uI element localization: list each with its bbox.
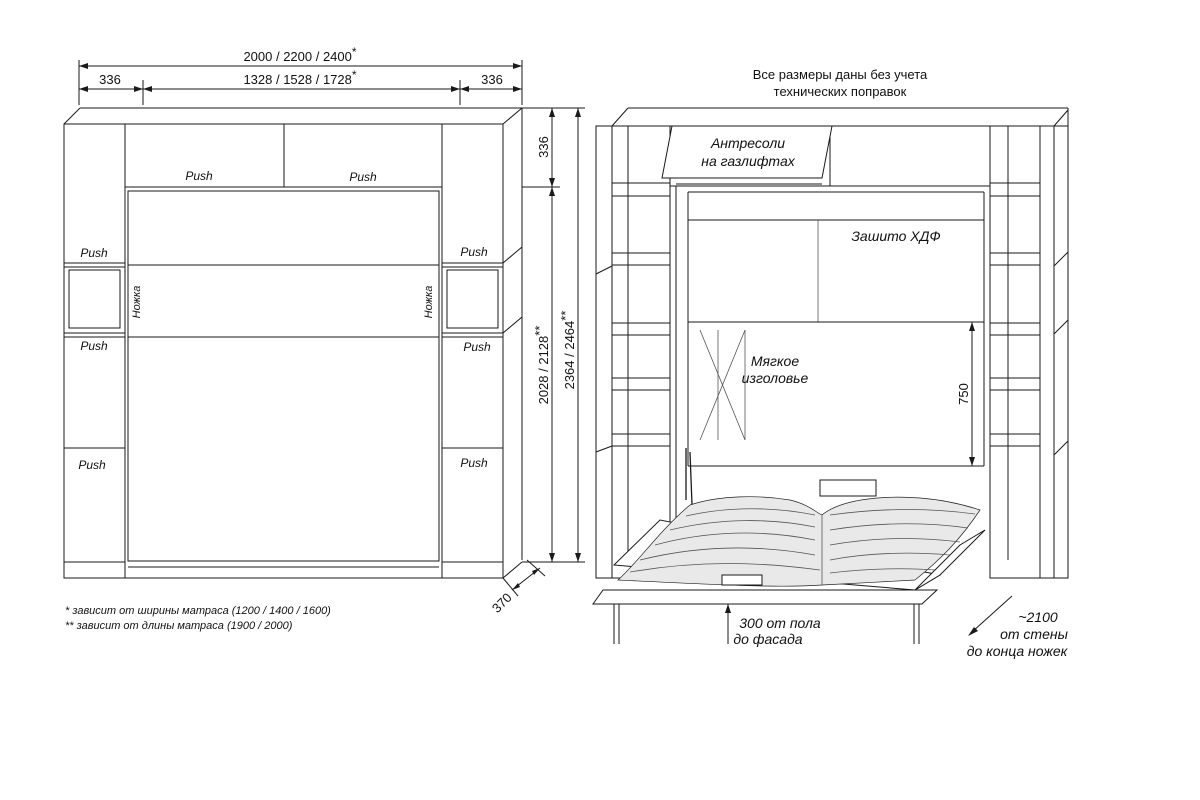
total-height-label: 2364 / 2464: [562, 321, 577, 390]
push-label-right-bottom: Push: [460, 456, 488, 470]
svg-text:2028 / 2128**: 2028 / 2128**: [532, 326, 551, 405]
hdf-label: Зашито ХДФ: [851, 228, 940, 244]
soft-headboard-label-1: Мягкое: [751, 353, 799, 369]
headboard-height-label: 750: [956, 383, 971, 405]
bed-width-label: 1328 / 1528 / 1728: [243, 72, 351, 87]
push-label-left-mid: Push: [80, 339, 108, 353]
front-view: 2000 / 2200 / 2400* 336 1328 / 1528 / 17…: [63, 45, 585, 632]
floor-label-2: до фасада: [733, 631, 802, 647]
bed-height-label: 2028 / 2128: [536, 336, 551, 405]
total-width-mark: *: [352, 45, 357, 59]
mezzanine-label-1: Антресоли: [710, 135, 785, 151]
mezzanine-label-2: на газлифтах: [701, 153, 795, 169]
note-line-1: Все размеры даны без учета: [753, 67, 928, 82]
push-label-right-mid: Push: [463, 340, 491, 354]
footnote-width: * зависит от ширины матраса (1200 / 1400…: [65, 605, 331, 617]
side-left-width-label: 336: [99, 72, 121, 87]
headboard-pattern: [699, 329, 746, 441]
push-label-right-top: Push: [460, 245, 488, 259]
side-right-width-label: 336: [481, 72, 503, 87]
push-label-left-top: Push: [80, 246, 108, 260]
svg-text:2000 / 2200 / 2400*: 2000 / 2200 / 2400*: [243, 45, 356, 64]
leg-label-right: Ножка: [423, 286, 435, 319]
push-label-mezz-left: Push: [185, 169, 213, 183]
bed-height-mark: **: [532, 326, 547, 336]
push-label-left-bottom: Push: [78, 458, 106, 472]
svg-text:1328 / 1528 / 1728*: 1328 / 1528 / 1728*: [243, 68, 356, 87]
wall-distance-label-3: до конца ножек: [967, 643, 1069, 659]
note-line-2: технических поправок: [774, 84, 907, 99]
depth-label: 370: [489, 590, 515, 616]
height-dimensions: 336 2028 / 2128** 2364 / 2464** 370: [489, 107, 585, 616]
wall-distance-label-1: ~2100: [1018, 609, 1058, 625]
top-height-label: 336: [536, 136, 551, 158]
wall-distance-label-2: от стены: [1000, 626, 1068, 642]
open-view: Все размеры даны без учета технических п…: [592, 67, 1069, 659]
push-label-mezz-right: Push: [349, 170, 377, 184]
total-width-label: 2000 / 2200 / 2400: [243, 49, 351, 64]
bed-width-mark: *: [352, 68, 357, 82]
total-height-mark: **: [558, 311, 573, 321]
footnote-length: ** зависит от длины матраса (1900 / 2000…: [65, 620, 293, 632]
floor-label-1: 300 от пола: [739, 615, 821, 631]
cabinet-outline: [63, 107, 523, 579]
leg-label-left: Ножка: [131, 286, 143, 319]
open-bed: [592, 448, 986, 644]
svg-text:2364 / 2464**: 2364 / 2464**: [558, 311, 577, 390]
soft-headboard-label-2: изголовье: [742, 370, 809, 386]
width-dimensions: 2000 / 2200 / 2400* 336 1328 / 1528 / 17…: [78, 45, 523, 105]
